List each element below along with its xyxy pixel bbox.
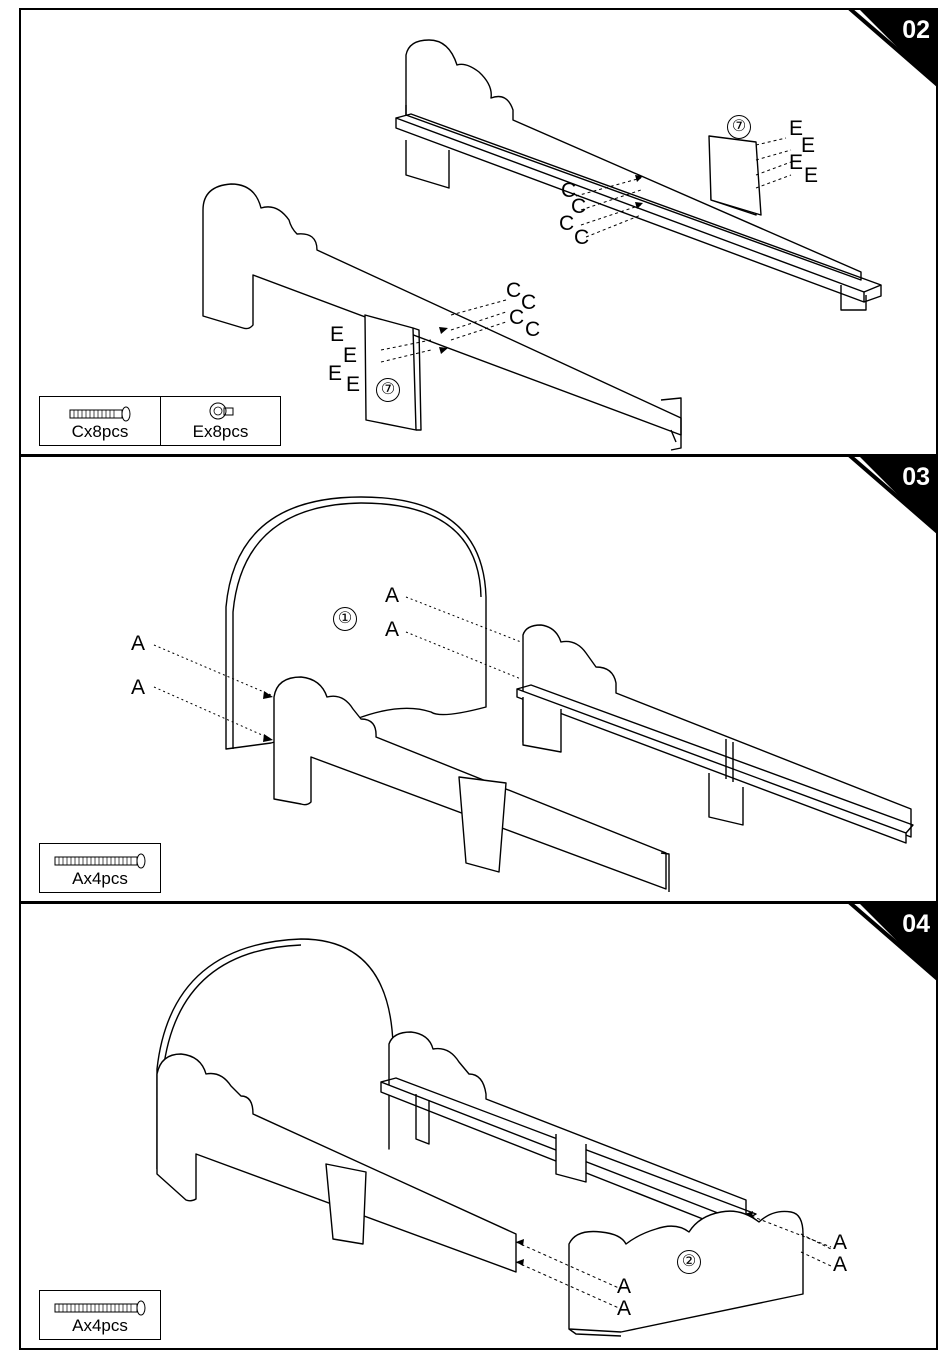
step-02-illustration (21, 10, 938, 456)
bolt-a-label: A (131, 633, 145, 654)
screw-e-label: E (328, 363, 342, 384)
screw-e-label: E (330, 324, 344, 345)
part-7-label: ⑦ (727, 115, 751, 139)
hardware-e-label: Ex8pcs (193, 422, 249, 442)
bolt-a-label: A (385, 619, 399, 640)
hardware-box: Ax4pcs (39, 843, 161, 893)
step-04-panel: A A A A ② Ax4pcs 04 (19, 902, 938, 1350)
bolt-a-label: A (617, 1276, 631, 1297)
bolt-a-label: A (131, 677, 145, 698)
hardware-a: Ax4pcs (40, 1291, 160, 1339)
part-7-label: ⑦ (376, 378, 400, 402)
screw-e-label: E (346, 374, 360, 395)
screw-e-label: E (789, 152, 803, 173)
hardware-a: Ax4pcs (40, 844, 160, 892)
screw-c-label: C (559, 213, 574, 234)
bolt-a-label: A (833, 1254, 847, 1275)
step-04-illustration (21, 904, 938, 1350)
screw-e-label: E (801, 135, 815, 156)
round-screw-icon (206, 400, 236, 422)
bolt-a-label: A (385, 585, 399, 606)
step-03-illustration (21, 457, 938, 903)
screw-e-label: E (343, 345, 357, 366)
step-03-panel: A A A A ① Ax4pcs 03 (19, 455, 938, 903)
step-number: 03 (902, 463, 930, 492)
hardware-c-label: Cx8pcs (72, 422, 129, 442)
screw-c-label: C (574, 227, 589, 248)
long-screw-icon (69, 406, 131, 422)
hardware-box: Cx8pcs Ex8pcs (39, 396, 281, 446)
hardware-e: Ex8pcs (160, 397, 280, 445)
bolt-a-label: A (833, 1232, 847, 1253)
long-bolt-icon (54, 853, 146, 869)
long-bolt-icon (54, 1300, 146, 1316)
part-2-label: ② (677, 1250, 701, 1274)
hardware-c: Cx8pcs (40, 397, 160, 445)
bolt-a-label: A (617, 1298, 631, 1319)
hardware-a-label: Ax4pcs (72, 1316, 128, 1336)
hardware-a-label: Ax4pcs (72, 869, 128, 889)
screw-e-label: E (804, 165, 818, 186)
screw-c-label: C (525, 319, 540, 340)
part-1-label: ① (333, 607, 357, 631)
step-02-panel: C C C C C C C C E E E E E E E E ⑦ ⑦ Cx8p… (19, 8, 938, 456)
hardware-box: Ax4pcs (39, 1290, 161, 1340)
screw-c-label: C (509, 307, 524, 328)
screw-c-label: C (506, 280, 521, 301)
step-number: 04 (902, 910, 930, 939)
step-number: 02 (902, 16, 930, 45)
